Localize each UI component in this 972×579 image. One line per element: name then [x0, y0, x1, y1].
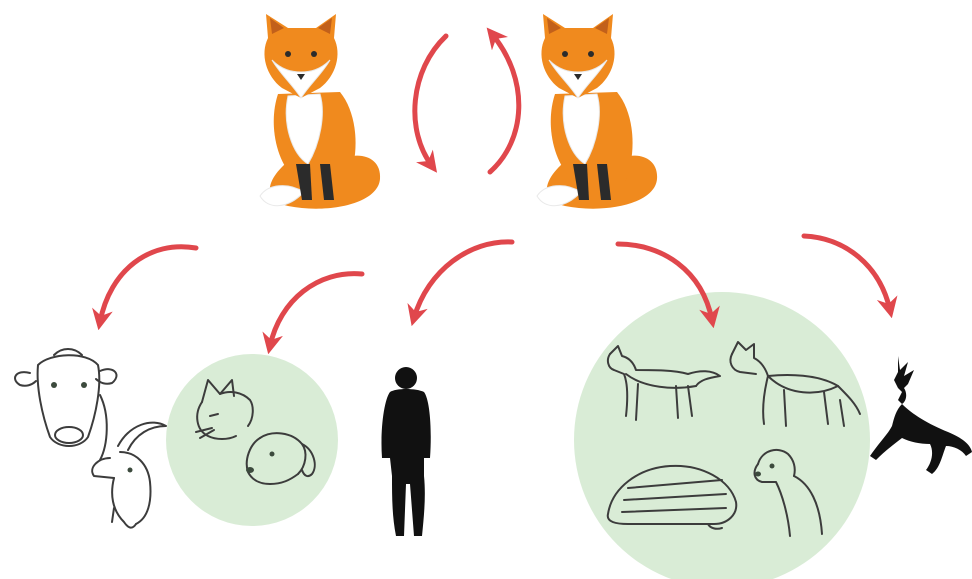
fox-left-icon — [260, 14, 380, 209]
fox-right-icon — [537, 14, 657, 209]
arrow-fox-to-fox-down — [415, 36, 446, 166]
deer-silhouette-icon — [870, 356, 972, 474]
wild-carnivores-circle — [574, 292, 870, 579]
arrow-fox-to-fox-up — [490, 34, 519, 172]
cow-icon — [15, 349, 116, 460]
pets-circle — [166, 354, 338, 526]
person-silhouette-icon — [381, 367, 430, 536]
arrow-to-pets — [270, 274, 362, 346]
arrow-to-livestock — [100, 247, 196, 322]
goat-icon — [92, 423, 166, 528]
arrow-to-human — [414, 242, 512, 318]
arrow-to-deer — [804, 236, 890, 310]
